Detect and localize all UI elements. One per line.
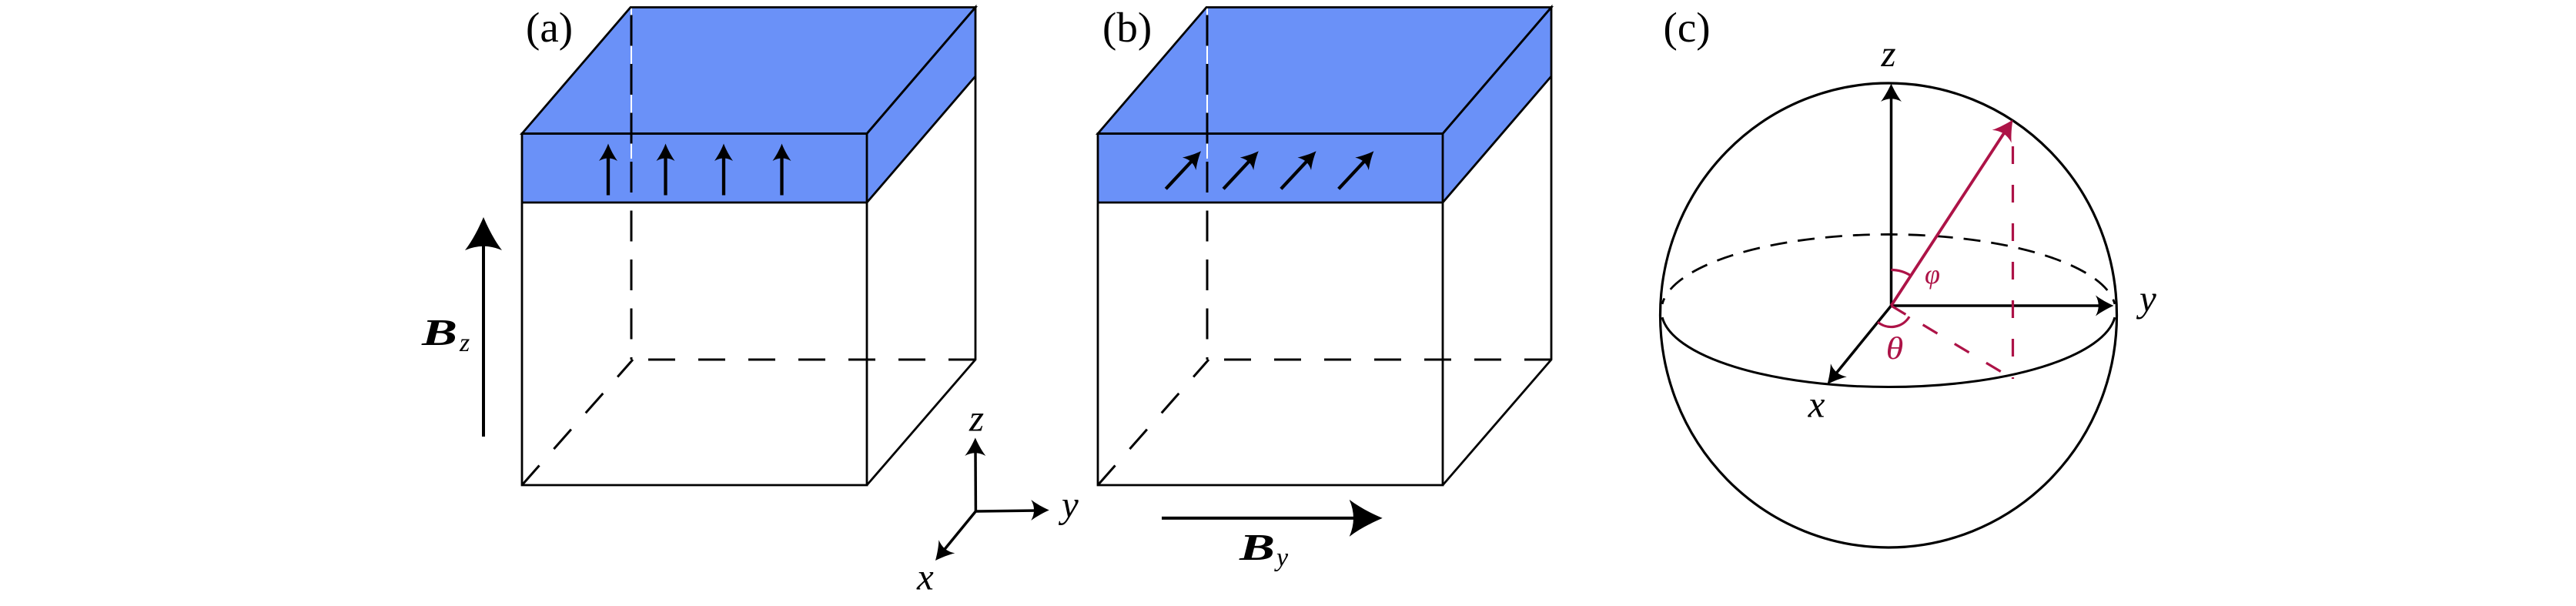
svg-text:y: y [2136, 277, 2156, 320]
svg-text:B: B [1239, 526, 1275, 568]
svg-text:(a): (a) [526, 4, 573, 51]
svg-text:z: z [459, 329, 470, 357]
svg-text:x: x [916, 556, 934, 598]
svg-text:y: y [1058, 484, 1079, 526]
svg-text:(c): (c) [1664, 4, 1711, 51]
svg-text:x: x [1808, 383, 1825, 426]
svg-text:y: y [1274, 544, 1289, 572]
svg-text:z: z [969, 397, 984, 440]
svg-text:φ: φ [1925, 259, 1940, 290]
svg-text:θ: θ [1886, 330, 1904, 366]
svg-text:B: B [421, 311, 457, 353]
svg-text:z: z [1880, 32, 1895, 75]
svg-text:(b): (b) [1102, 4, 1152, 51]
